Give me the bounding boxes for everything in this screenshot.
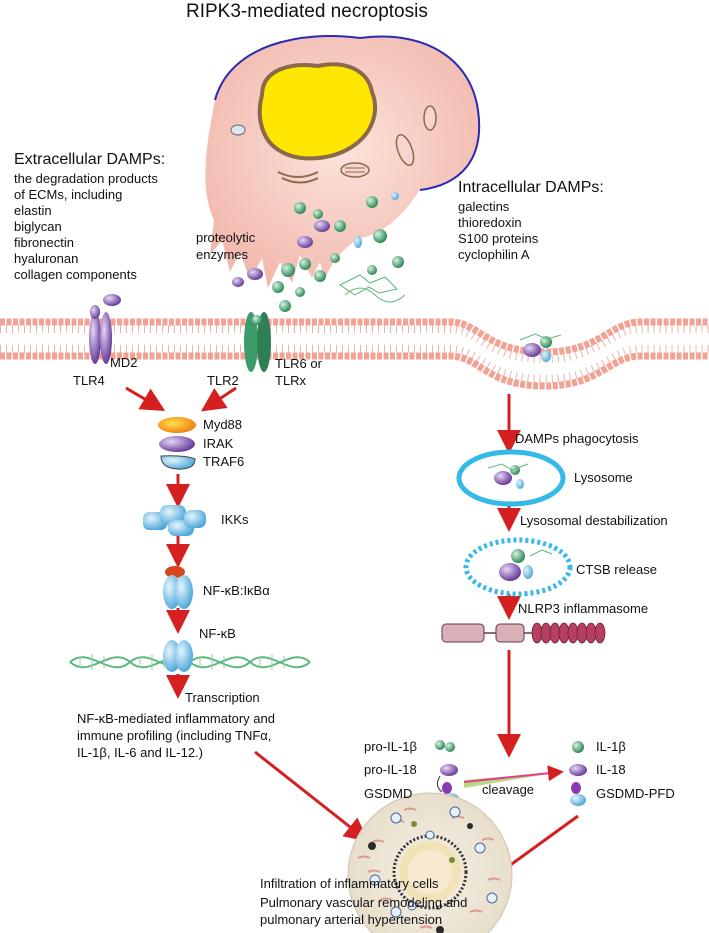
tlr6-line: TLRx bbox=[275, 373, 307, 388]
pah-label: Pulmonary vascular remodeling and pulmon… bbox=[260, 894, 467, 928]
tlr2-label: TLR2 bbox=[207, 373, 239, 388]
nlrp3-inflammasome-label: NLRP3 inflammasome bbox=[518, 601, 649, 616]
intracellular-line: galectins bbox=[458, 199, 510, 214]
lysosomal-destabilization-label: Lysosomal destabilization bbox=[520, 513, 668, 528]
proteolytic-enzymes-label: proteolytic enzymes bbox=[196, 229, 255, 263]
pulmonary-vessel bbox=[347, 792, 513, 933]
ctsb-release-label: CTSB release bbox=[576, 562, 657, 577]
cleavage-label: cleavage bbox=[482, 782, 535, 797]
plasma-membrane bbox=[0, 318, 709, 390]
gsdmd-label: GSDMD bbox=[364, 786, 413, 801]
myd88-label: Myd88 bbox=[203, 417, 243, 432]
md2-label: MD2 bbox=[110, 355, 138, 370]
intracellular-line: cyclophilin A bbox=[458, 247, 530, 262]
traf6-label: TRAF6 bbox=[203, 454, 245, 469]
extracellular-line: biglycan bbox=[14, 219, 62, 234]
nfkb-ikba-complex bbox=[163, 566, 193, 609]
extracellular-line: hyaluronan bbox=[14, 251, 79, 266]
ikks-complex bbox=[143, 505, 206, 536]
il18-label: IL-18 bbox=[596, 762, 626, 777]
figure-title: RIPK3-mediated necroptosis bbox=[186, 1, 428, 22]
irak-label: IRAK bbox=[203, 436, 234, 451]
lysosome-label: Lysosome bbox=[574, 470, 633, 485]
proteolytic-line: proteolytic bbox=[196, 230, 256, 245]
tlr6-line: TLR6 or bbox=[275, 356, 322, 371]
tlr6-label: TLR6 or TLRx bbox=[275, 355, 322, 389]
intracellular-damps-header: Intracellular DAMPs: bbox=[458, 179, 604, 196]
outcome-line: IL-1β, IL-6 and IL-12.) bbox=[77, 745, 203, 760]
leaky-lysosome bbox=[463, 537, 573, 597]
dna-helix bbox=[69, 640, 311, 672]
nfkb-ikba-label: NF-κB:IκBα bbox=[203, 583, 270, 598]
pah-line: pulmonary arterial hypertension bbox=[260, 912, 443, 927]
irak-shape bbox=[159, 436, 195, 452]
damps-phagocytosis-label: DAMPs phagocytosis bbox=[515, 431, 639, 446]
extracellular-line: of ECMs, including bbox=[14, 187, 123, 202]
released-damps bbox=[232, 220, 406, 312]
pro-il1b-label: pro-IL-1β bbox=[364, 739, 417, 754]
nfkb-label: NF-κB bbox=[199, 626, 236, 641]
extracellular-damps-header: Extracellular DAMPs: bbox=[14, 151, 166, 168]
nlrp3-inflammasome-shape bbox=[441, 622, 606, 644]
infiltration-label: Infiltration of inflammatory cells bbox=[260, 876, 439, 891]
intracellular-damps-list: galectins thioredoxin S100 proteins cycl… bbox=[458, 199, 538, 263]
lysosome bbox=[456, 449, 566, 507]
gsdmd-pfd-label: GSDMD-PFD bbox=[596, 786, 675, 801]
intracellular-line: S100 proteins bbox=[458, 231, 539, 246]
tlr2-tlr6-receptor bbox=[244, 312, 271, 372]
extracellular-line: the degradation products bbox=[14, 171, 158, 186]
tlr4-label: TLR4 bbox=[73, 373, 105, 388]
proteolytic-line: enzymes bbox=[196, 247, 249, 262]
traf6-shape bbox=[160, 455, 196, 470]
intracellular-line: thioredoxin bbox=[458, 215, 522, 230]
pah-line: Pulmonary vascular remodeling and bbox=[260, 895, 468, 910]
left-pathway-arrows bbox=[125, 386, 237, 699]
transcription-label: Transcription bbox=[185, 690, 260, 705]
tlr4-md2-receptor bbox=[89, 294, 121, 364]
outcome-line: immune profiling (including TNFα, bbox=[77, 728, 272, 743]
myd88-shape bbox=[158, 417, 196, 433]
extracellular-damps-list: the degradation products of ECMs, includ… bbox=[14, 171, 158, 283]
outcome-line: NF-κB-mediated inflammatory and bbox=[77, 711, 275, 726]
pro-il18-label: pro-IL-18 bbox=[364, 762, 417, 777]
ikks-label: IKKs bbox=[221, 512, 249, 527]
nfkb-outcome-text: NF-κB-mediated inflammatory and immune p… bbox=[77, 710, 275, 761]
il1b-label: IL-1β bbox=[596, 739, 626, 754]
necrotic-cell bbox=[205, 35, 481, 288]
extracellular-line: elastin bbox=[14, 203, 52, 218]
extracellular-line: fibronectin bbox=[14, 235, 74, 250]
extracellular-line: collagen components bbox=[14, 267, 137, 282]
